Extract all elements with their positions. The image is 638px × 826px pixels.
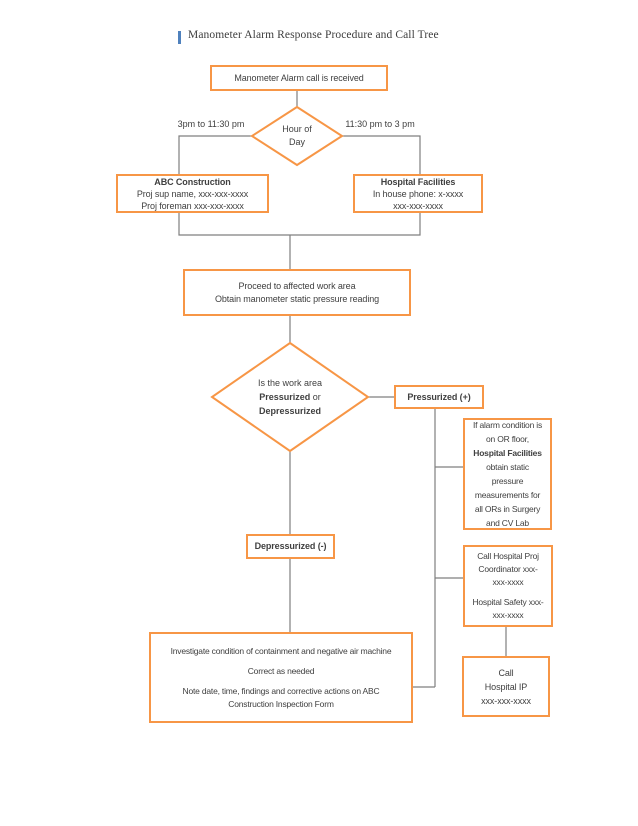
pressure-state-diamond — [210, 341, 370, 453]
flow-node-label: Manometer Alarm call is received — [234, 72, 364, 83]
title-accent-bar — [178, 31, 181, 44]
page-title: Manometer Alarm Response Procedure and C… — [188, 29, 439, 41]
flow-node-abc-construction: ABC Construction Proj sup name, xxx-xxx-… — [116, 174, 269, 213]
connector — [178, 213, 421, 236]
flow-node-or-floor: If alarm condition is on OR floor, Hospi… — [463, 418, 552, 530]
flow-node-coordinator: Call Hospital Proj Coordinator xxx- xxx-… — [463, 545, 553, 627]
connector — [178, 135, 252, 174]
hour-of-day-diamond — [250, 105, 344, 167]
flow-node-alarm-received: Manometer Alarm call is received — [210, 65, 388, 91]
pressure-state-diamond-label: Is the work area Pressurized or Depressu… — [257, 378, 323, 416]
flow-node-title: Hospital Facilities — [380, 176, 456, 187]
hour-of-day-diamond-label: Hour of Day — [282, 124, 312, 147]
flow-node-hospital-ip: Call Hospital IP xxx-xxx-xxxx — [462, 656, 550, 717]
branch-label-left: 3pm to 11:30 pm — [177, 119, 245, 129]
flow-node-pressurized: Pressurized (+) — [394, 385, 484, 409]
flow-node-title: ABC Construction — [154, 176, 231, 187]
flow-node-proceed: Proceed to affected work area Obtain man… — [183, 269, 411, 316]
flow-node-investigate: Investigate condition of containment and… — [149, 632, 413, 723]
connector — [342, 135, 421, 174]
flow-node-depressurized: Depressurized (-) — [246, 534, 335, 559]
flow-node-hospital-facilities: Hospital Facilities In house phone: x-xx… — [353, 174, 483, 213]
branch-label-right: 11:30 pm to 3 pm — [345, 119, 415, 129]
